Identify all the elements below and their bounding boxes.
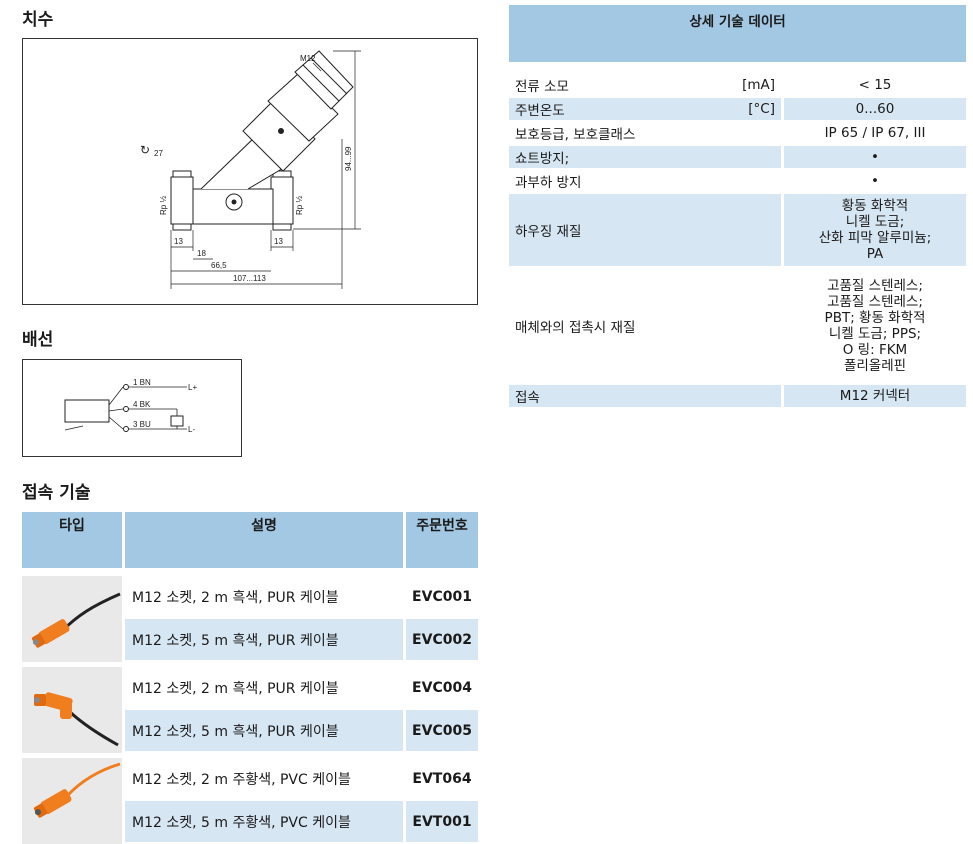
- acc-order-code: EVC005: [406, 710, 478, 751]
- l-minus-label: L-: [188, 425, 195, 434]
- spec-unit: [739, 122, 781, 144]
- spec-unit: [739, 170, 781, 192]
- acc-order-code: EVC001: [412, 588, 472, 605]
- table-row: M12 소켓, 2 m 흑색, PUR 케이블 EVC004: [125, 667, 478, 708]
- angled-orange-black-cable-icon: [22, 667, 122, 753]
- acc-description: M12 소켓, 2 m 흑색, PUR 케이블: [132, 680, 339, 697]
- dim-18: 18: [197, 249, 206, 258]
- spec-unit: [°C]: [739, 98, 781, 120]
- spec-value-line: 고품질 스텐레스;: [827, 293, 923, 310]
- table-row: M12 소켓, 2 m 주황색, PVC 케이블 EVT064: [125, 758, 478, 799]
- dimensions-title: 치수: [22, 10, 54, 30]
- dim-107-113: 107...113: [233, 274, 266, 283]
- spec-value: IP 65 / IP 67, III: [824, 125, 926, 141]
- spec-label: 하우징 재질: [509, 194, 739, 266]
- dim-13-left: 13: [174, 237, 183, 246]
- table-row: M12 소켓, 2 m 흑색, PUR 케이블 EVC001: [125, 576, 478, 617]
- spec-row: 과부하 방지 •: [509, 170, 966, 192]
- spec-value: M12 커넥터: [784, 385, 966, 407]
- spec-unit: [739, 268, 781, 383]
- acc-header-order: 주문번호: [406, 512, 478, 568]
- acc-header-desc: 설명: [125, 512, 403, 568]
- wiring-diagram: 1 BN 4 BK 3 BU L+ L-: [64, 378, 197, 434]
- spec-value-line: 황동 화학적: [841, 198, 909, 214]
- wire-1-label: 1 BN: [133, 378, 151, 387]
- spec-label: 접속: [509, 385, 739, 407]
- acc-order-code: EVT064: [412, 770, 472, 787]
- spec-unit: [mA]: [742, 77, 775, 93]
- spec-value: •: [784, 146, 966, 168]
- spec-unit: [739, 385, 781, 407]
- dim-66-5: 66,5: [211, 261, 227, 270]
- wiring-title: 배선: [22, 330, 54, 350]
- wire-4-label: 4 BK: [133, 400, 151, 409]
- accessories-title: 접속 기술: [22, 483, 91, 503]
- spec-value-line: PBT; 황동 화학적: [824, 309, 926, 326]
- spec-label: 보호등급, 보호클래스: [515, 127, 636, 143]
- spec-value-line: 니켈 도금; PPS;: [828, 325, 922, 342]
- dim-wrench-size: 27: [154, 149, 163, 158]
- acc-description: M12 소켓, 5 m 흑색, PUR 케이블: [125, 619, 403, 660]
- spec-value-line: O 링: FKM: [842, 341, 908, 358]
- spec-row: 보호등급, 보호클래스 IP 65 / IP 67, III: [509, 122, 966, 144]
- spec-row: 접속 M12 커넥터: [509, 385, 966, 407]
- spec-value: 0...60: [784, 98, 966, 120]
- dim-height-label: 94...99: [344, 146, 353, 171]
- spec-table-title: 상세 기술 데이터: [509, 5, 966, 62]
- accessories-table: 타입 설명 주문번호 M12 소켓, 2 m 흑색, PUR 케이블 EVC001…: [22, 512, 478, 844]
- spec-label: 주변온도: [509, 98, 739, 120]
- acc-description: M12 소켓, 5 m 흑색, PUR 케이블: [125, 710, 403, 751]
- dimension-drawing: M12 ↻ 27 Rp ½ Rp ½ 94...99 13 13 18 66,5…: [140, 50, 361, 289]
- l-plus-label: L+: [188, 383, 197, 392]
- acc-order-code: EVT001: [406, 801, 478, 842]
- dim-wrench-icon: ↻: [140, 143, 150, 157]
- wire-3-label: 3 BU: [133, 420, 151, 429]
- spec-value-line: 산화 피막 알루미늄;: [818, 230, 932, 246]
- straight-orange-black-cable-icon: [22, 576, 122, 662]
- spec-unit: [739, 194, 781, 266]
- dim-m12-label: M12: [300, 54, 316, 63]
- spec-label: 전류 소모: [515, 79, 569, 95]
- acc-description: M12 소켓, 2 m 흑색, PUR 케이블: [132, 589, 339, 606]
- dim-rp-right: Rp ½: [295, 196, 304, 215]
- acc-description: M12 소켓, 2 m 주황색, PVC 케이블: [132, 771, 351, 788]
- acc-description: M12 소켓, 5 m 주황색, PVC 케이블: [125, 801, 403, 842]
- spec-value: < 15: [858, 77, 892, 93]
- acc-header-type: 타입: [22, 512, 122, 568]
- dimension-drawing-box: M12 ↻ 27 Rp ½ Rp ½ 94...99 13 13 18 66,5…: [22, 38, 478, 305]
- spec-row: 쇼트방지; •: [509, 146, 966, 168]
- dim-13-right: 13: [274, 237, 283, 246]
- spec-row: 주변온도[°C]0...60: [509, 98, 966, 120]
- straight-orange-cable-icon: [22, 758, 122, 844]
- spec-value-line: 폴리올레핀: [843, 357, 907, 374]
- spec-unit: [739, 146, 781, 168]
- acc-order-code: EVC002: [406, 619, 478, 660]
- spec-row: 전류 소모 [mA] < 15: [509, 74, 966, 96]
- dim-rp-left: Rp ½: [159, 196, 168, 215]
- spec-value-line: 고품질 스텐레스;: [827, 277, 923, 294]
- spec-label: 과부하 방지: [515, 175, 582, 191]
- spec-label: 매체와의 접촉시 재질: [515, 319, 636, 336]
- wiring-diagram-box: 1 BN 4 BK 3 BU L+ L-: [22, 359, 242, 457]
- spec-value-line: 니켈 도금;: [845, 214, 905, 230]
- spec-value: •: [871, 173, 879, 189]
- spec-label: 쇼트방지;: [509, 146, 739, 168]
- acc-order-code: EVC004: [412, 679, 472, 696]
- spec-value-line: PA: [866, 246, 884, 262]
